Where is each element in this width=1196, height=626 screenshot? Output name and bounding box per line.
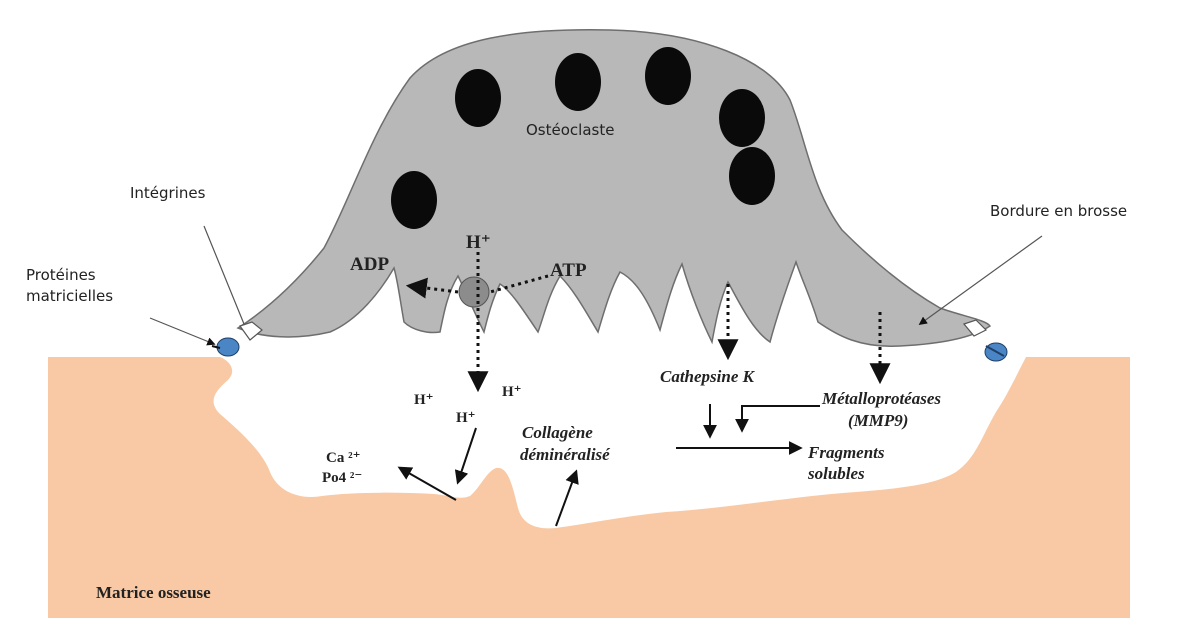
proton-label: H⁺ [456, 410, 476, 426]
integrins-label: Intégrines [130, 184, 206, 202]
osteoclast-label: Ostéoclaste [526, 121, 614, 139]
proton-top-label: H⁺ [466, 232, 491, 253]
calcium-label: Ca ²⁺ [326, 450, 361, 466]
phosphate-label: Po4 ²⁻ [322, 470, 362, 486]
bone-matrix-label: Matrice osseuse [96, 583, 211, 602]
osteoclast-cell [238, 30, 990, 346]
brush-border-pointer [920, 236, 1042, 324]
matrix-proteins-label: matricielles [26, 287, 113, 305]
proton-label: H⁺ [414, 392, 434, 408]
nucleus [391, 171, 437, 229]
nucleus [729, 147, 775, 205]
mmp-label: (MMP9) [848, 411, 908, 430]
nucleus [645, 47, 691, 105]
atp-label: ATP [550, 260, 587, 281]
mmp-label: Métalloprotéases [821, 389, 941, 408]
fragments-label: Fragments [807, 443, 885, 462]
h-to-surface-arrow [458, 428, 476, 482]
proton-pump-icon [459, 277, 489, 307]
cathepsin-label: Cathepsine K [660, 367, 756, 386]
nucleus [555, 53, 601, 111]
integrins-pointer [204, 226, 244, 324]
nucleus [455, 69, 501, 127]
collagen-label: déminéralisé [520, 445, 611, 464]
bone-matrix [48, 357, 1130, 618]
collagen-arrow [556, 472, 576, 526]
matrix-proteins-label: Protéines [26, 266, 96, 284]
collagen-label: Collagène [522, 423, 593, 442]
nucleus [719, 89, 765, 147]
fragments-label: solubles [807, 464, 865, 483]
proton-label: H⁺ [502, 384, 522, 400]
mmp-bent-arrow [742, 406, 820, 430]
brush-border-label: Bordure en brosse [990, 202, 1127, 220]
adp-label: ADP [350, 254, 389, 275]
matrix-proteins-pointer [150, 318, 214, 344]
integrin-left-icon [212, 322, 262, 356]
